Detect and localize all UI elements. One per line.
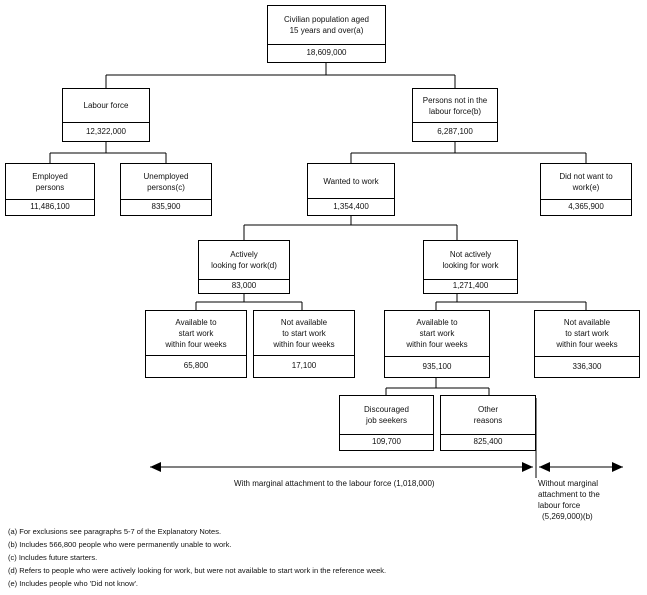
- box-label: Civilian population aged 15 years and ov…: [284, 15, 369, 35]
- with-marginal-attachment-label: With marginal attachment to the labour f…: [234, 479, 435, 488]
- footnote-d: (d) Refers to people who were actively l…: [8, 566, 387, 575]
- box-label: Other reasons: [473, 405, 503, 425]
- box-separator: [121, 199, 211, 200]
- box-separator: [6, 199, 94, 200]
- box-separator: [441, 434, 535, 435]
- box-label: Did not want to work(e): [559, 171, 613, 192]
- box-notactive-available: Available to start work within four week…: [384, 310, 490, 378]
- box-label: Labour force: [83, 101, 129, 110]
- box-label: Not available to start work within four …: [273, 317, 335, 349]
- box-separator: [268, 44, 385, 45]
- without-line: Without marginal: [538, 479, 599, 488]
- without-marginal-attachment-label: Without marginal attachment to the labou…: [538, 478, 600, 522]
- box-value: 835,900: [151, 202, 181, 211]
- box-other-reasons: Other reasons 825,400: [440, 395, 536, 451]
- footnote-c: (c) Includes future starters.: [8, 553, 98, 562]
- box-value: 12,322,000: [85, 126, 127, 136]
- box-value: 6,287,100: [437, 126, 473, 136]
- box-separator: [340, 434, 433, 435]
- box-notactive-not-available: Not available to start work within four …: [534, 310, 640, 378]
- box-label: Not available to start work within four …: [556, 318, 618, 349]
- box-value: 83,000: [231, 281, 257, 290]
- box-separator: [385, 356, 489, 357]
- box-active-not-available: Not available to start work within four …: [253, 310, 355, 378]
- box-value: 18,609,000: [306, 48, 347, 57]
- box-actively-looking: Actively looking for work(d) 83,000: [198, 240, 290, 294]
- box-did-not-want-to-work: Did not want to work(e) 4,365,900: [540, 163, 632, 216]
- box-value: 1,271,400: [452, 281, 489, 290]
- box-unemployed-persons: Unemployed persons(c) 835,900: [120, 163, 212, 216]
- box-value: 1,354,400: [333, 201, 369, 211]
- box-separator: [541, 199, 631, 200]
- footnote-a: (a) For exclusions see paragraphs 5-7 of…: [8, 527, 222, 536]
- box-label: Actively looking for work(d): [211, 250, 277, 270]
- box-not-actively-looking: Not actively looking for work 1,271,400: [423, 240, 518, 294]
- box-separator: [63, 122, 149, 123]
- footnote-b: (b) Includes 566,800 people who were per…: [8, 540, 232, 549]
- box-label: Unemployed persons(c): [143, 171, 189, 192]
- box-value: 4,365,900: [568, 202, 604, 211]
- box-value: 11,486,100: [30, 202, 70, 211]
- box-separator: [254, 355, 354, 356]
- without-line: (5,269,000)(b): [542, 512, 593, 521]
- box-active-available: Available to start work within four week…: [145, 310, 247, 378]
- box-separator: [308, 198, 394, 199]
- box-value: 65,800: [183, 361, 209, 370]
- box-separator: [413, 122, 497, 123]
- box-value: 825,400: [473, 437, 503, 446]
- box-separator: [199, 279, 289, 280]
- without-line: labour force: [538, 501, 581, 510]
- footnote-e: (e) Includes people who 'Did not know'.: [8, 579, 139, 588]
- box-label: Available to start work within four week…: [406, 318, 468, 349]
- box-not-in-labour-force: Persons not in the labour force(b) 6,287…: [412, 88, 498, 142]
- box-value: 336,300: [572, 361, 602, 371]
- box-label: Not actively looking for work: [442, 250, 499, 270]
- box-value: 935,100: [422, 361, 452, 371]
- box-value: 17,100: [291, 361, 317, 370]
- box-separator: [146, 355, 246, 356]
- box-label: Employed persons: [32, 171, 68, 192]
- box-labour-force: Labour force 12,322,000: [62, 88, 150, 142]
- box-civilian-population: Civilian population aged 15 years and ov…: [267, 5, 386, 63]
- box-separator: [535, 356, 639, 357]
- box-separator: [424, 279, 517, 280]
- box-discouraged-job-seekers: Discouraged job seekers 109,700: [339, 395, 434, 451]
- box-employed-persons: Employed persons 11,486,100: [5, 163, 95, 216]
- box-label: Persons not in the labour force(b): [422, 95, 488, 116]
- box-wanted-to-work: Wanted to work 1,354,400: [307, 163, 395, 216]
- box-value: 109,700: [372, 437, 401, 446]
- box-label: Wanted to work: [323, 176, 379, 186]
- box-label: Discouraged job seekers: [364, 405, 409, 425]
- box-label: Available to start work within four week…: [165, 317, 227, 349]
- without-line: attachment to the: [538, 490, 600, 499]
